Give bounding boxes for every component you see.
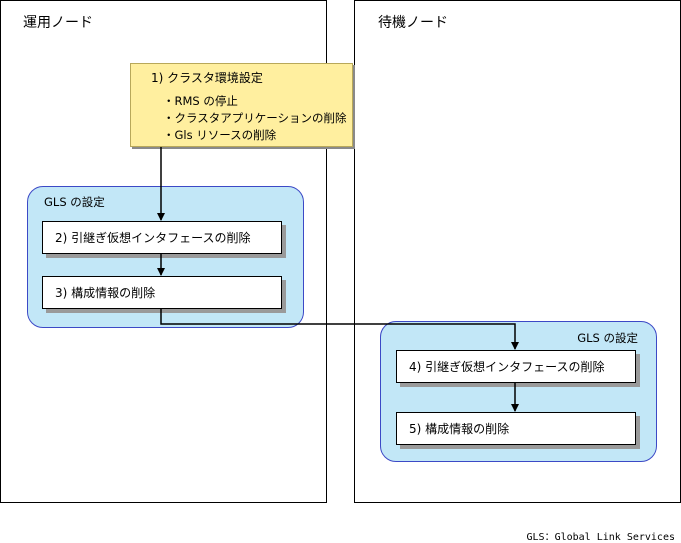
cluster-setup-item: ・Gls リソースの削除: [163, 128, 277, 142]
active-gls-label: GLS の設定: [44, 195, 105, 209]
standby-node-title: 待機ノード: [378, 15, 448, 31]
arrow-3-to-4: [160, 309, 519, 350]
cluster-setup-item: ・クラスタアプリケーションの削除: [163, 111, 347, 125]
cluster-setup-title: 1) クラスタ環境設定: [151, 71, 263, 85]
step-2-text: 2) 引継ぎ仮想インタフェースの削除: [55, 231, 251, 245]
step-5-text: 5) 構成情報の削除: [409, 422, 510, 436]
standby-gls-label: GLS の設定: [577, 331, 638, 345]
cluster-setup-item: ・RMS の停止: [163, 94, 238, 108]
step-box-2: 2) 引継ぎ仮想インタフェースの削除: [42, 221, 282, 254]
footnote: GLS：Global Link Services: [526, 532, 675, 543]
active-node-title: 運用ノード: [23, 15, 93, 31]
cluster-setup-box: 1) クラスタ環境設定 ・RMS の停止 ・クラスタアプリケーションの削除 ・G…: [130, 63, 353, 147]
step-box-5: 5) 構成情報の削除: [396, 412, 636, 445]
step-box-3: 3) 構成情報の削除: [42, 276, 282, 309]
step-box-4: 4) 引継ぎ仮想インタフェースの削除: [396, 350, 636, 383]
step-4-text: 4) 引継ぎ仮想インタフェースの削除: [409, 360, 605, 374]
step-3-text: 3) 構成情報の削除: [55, 286, 156, 300]
